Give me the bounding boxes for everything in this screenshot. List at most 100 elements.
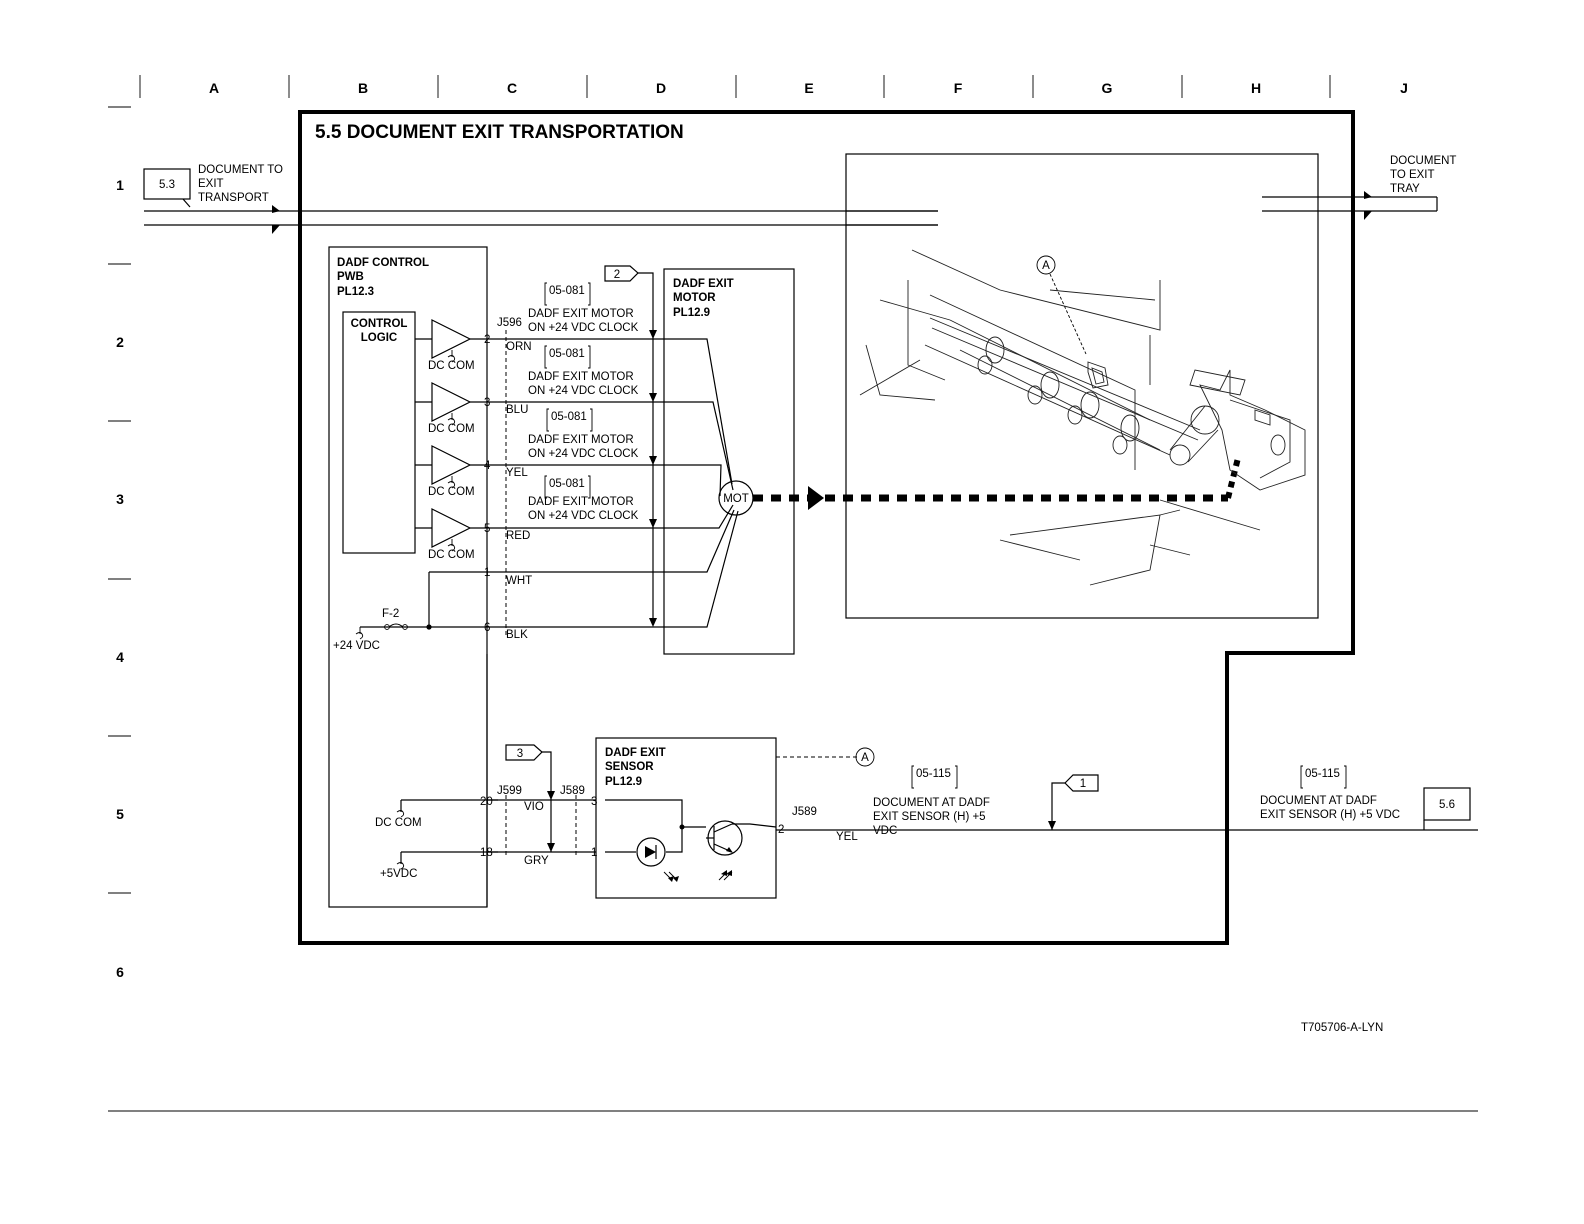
motor-symbol: MOT [723,493,749,505]
grid-row-6: 6 [116,964,124,980]
sensor-flag: 3 [517,748,523,760]
driver-4-dccom: DC COM [428,549,475,561]
sig-2-line-1: DADF EXIT MOTOR [528,371,634,383]
sig-4-ref: 05-081 [549,478,585,490]
sensor-5vdc: +5VDC [380,868,417,880]
grid-col-c: C [507,80,517,96]
pwb-pin-20: 20 [480,796,493,808]
dadf-exit-motor: DADF EXIT MOTOR PL12.9 MOT [663,268,795,655]
sig-1-ref: 05-081 [549,285,585,297]
sig-left-line-3: VDC [873,825,897,837]
doc-in-line-2: EXIT [198,178,224,190]
pin-2: 2 [484,334,490,346]
grid-col-e: E [804,80,813,96]
doc-out-line-2: TO EXIT [1390,169,1435,181]
sensor-pin-1: 1 [591,847,597,859]
sig-left-line-2: EXIT SENSOR (H) +5 [873,811,986,823]
doc-out-line-1: DOCUMENT [1390,155,1456,167]
doc-out-line-3: TRAY [1390,183,1420,195]
control-logic-2: LOGIC [361,332,397,344]
grid-column-header: A B C D E F G H J [139,75,1408,98]
mechanical-drive-link [753,457,1241,510]
grid-col-j: J [1400,80,1408,96]
motor-label-2: MOTOR [673,292,716,304]
motor-label-3: PL12.9 [673,307,710,319]
sig-left-line-1: DOCUMENT AT DADF [873,797,990,809]
doc-in-line-3: TRANSPORT [198,192,269,204]
motor-flag: 2 [614,269,620,281]
grid-col-h: H [1251,80,1261,96]
grid-row-1: 1 [116,177,124,193]
grid-col-b: B [358,80,368,96]
sensor-label-2: SENSOR [605,761,654,773]
sensor-pin-3: 3 [591,796,597,808]
wire-yel: YEL [506,467,528,479]
grid-row-header: 1 2 3 4 5 6 [108,106,131,980]
pwb-label-1: DADF CONTROL [337,257,429,269]
grid-col-g: G [1102,80,1113,96]
sig-4-line-1: DADF EXIT MOTOR [528,496,634,508]
wire-red: RED [506,530,530,542]
doc-in-line-1: DOCUMENT TO [198,164,283,176]
control-logic-1: CONTROL [351,318,408,330]
driver-2-dccom: DC COM [428,423,475,435]
out-flag: 1 [1080,778,1086,790]
section-title: 5.5 DOCUMENT EXIT TRANSPORTATION [315,122,684,143]
dadf-exit-sensor: DADF EXIT SENSOR PL12.9 A [595,737,875,899]
sensor-dccom: DC COM [375,817,422,829]
grid-col-f: F [954,80,963,96]
figure-id: T705706-A-LYN [1301,1022,1383,1034]
wire-vio: VIO [524,801,544,813]
grid-row-5: 5 [116,806,124,822]
driver-1-dccom: DC COM [428,360,475,372]
driver-3-dccom: DC COM [428,486,475,498]
exit-transport-illustration: A [845,153,1319,619]
motor-label-1: DADF EXIT [673,278,734,290]
dadf-control-pwb: DADF CONTROL PWB PL12.3 CONTROL LOGIC DC… [328,246,488,908]
wire-gry: GRY [524,855,549,867]
grid-row-3: 3 [116,491,124,507]
sig-1-line-1: DADF EXIT MOTOR [528,308,634,320]
motor-harness: 2 3 4 5 1 6 J596 ORN BLU YEL RED WHT BLK… [484,265,739,641]
wire-wht: WHT [506,575,532,587]
connector-j596: J596 [497,317,522,329]
pin-6: 6 [484,622,490,634]
connector-j589-a: J589 [560,785,585,797]
pwb-pin-18: 18 [480,847,493,859]
grid-col-d: D [656,80,666,96]
wire-blk: BLK [506,629,528,641]
sig-1-line-2: ON +24 VDC CLOCK [528,322,639,334]
connector-j589-b: J589 [792,806,817,818]
sig-3-ref: 05-081 [551,411,587,423]
document-path: 5.3 DOCUMENT TO EXIT TRANSPORT DOCUMENT … [143,155,1456,234]
sensor-callout-a: A [861,752,869,764]
supply-24v: +24 VDC [333,640,380,652]
illustration-callout-a: A [1042,260,1050,272]
section-boundary [298,110,1355,945]
wire-blu: BLU [506,404,528,416]
sensor-label-1: DADF EXIT [605,747,666,759]
sig-right-line-1: DOCUMENT AT DADF [1260,795,1377,807]
out-pin-2: 2 [778,824,784,836]
pin-1: 1 [484,567,490,579]
sig-4-line-2: ON +24 VDC CLOCK [528,510,639,522]
sig-left-ref: 05-115 [916,768,951,780]
sig-3-line-1: DADF EXIT MOTOR [528,434,634,446]
sig-right-line-2: EXIT SENSOR (H) +5 VDC [1260,809,1400,821]
sensor-output: J589 2 YEL 05-115 DOCUMENT AT DADF EXIT … [776,765,1478,843]
grid-row-4: 4 [116,649,124,665]
sig-2-line-2: ON +24 VDC CLOCK [528,385,639,397]
pin-3: 3 [484,397,490,409]
offpage-ref-in: 5.3 [159,179,175,191]
pwb-label-3: PL12.3 [337,286,374,298]
sensor-harness: J599 J589 20 18 3 1 VIO GRY DC COM +5VDC… [375,654,597,907]
connector-j599: J599 [497,785,522,797]
sig-3-line-2: ON +24 VDC CLOCK [528,448,639,460]
fuse-label: F-2 [382,608,399,620]
offpage-ref-out: 5.6 [1439,799,1455,811]
grid-row-2: 2 [116,334,124,350]
pin-4: 4 [484,460,491,472]
wire-orn: ORN [506,341,532,353]
sig-2-ref: 05-081 [549,348,585,360]
grid-col-a: A [209,80,219,96]
